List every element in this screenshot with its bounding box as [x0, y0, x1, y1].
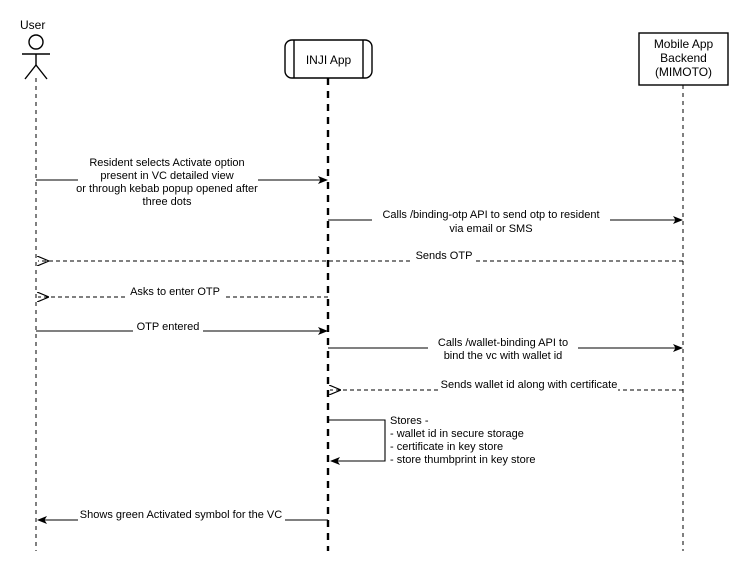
- participant-inji-app-label: INJI App: [306, 53, 352, 67]
- message-8-label-line4: - store thumbprint in key store: [390, 454, 536, 466]
- message-6-label-line1: Calls /wallet-binding API to: [438, 337, 568, 349]
- message-7-sends-wallet-id-certificate[interactable]: Sends wallet id along with certificate: [330, 379, 683, 392]
- message-4-label-backdrop: [126, 286, 224, 299]
- participant-mimoto-label-line3: (MIMOTO): [655, 65, 712, 79]
- participant-mimoto-label-line2: Backend: [660, 51, 707, 65]
- message-7-label: Sends wallet id along with certificate: [441, 379, 618, 391]
- participant-user[interactable]: User: [20, 18, 50, 80]
- lifelines: [35, 78, 684, 551]
- message-2-label-backdrop: [372, 208, 610, 222]
- message-3-sends-otp[interactable]: Sends OTP: [38, 250, 683, 263]
- message-5-label: OTP entered: [137, 321, 200, 333]
- message-9-shows-activated-symbol[interactable]: Shows green Activated symbol for the VC: [37, 509, 328, 524]
- message-6-label-backdrop: [428, 336, 578, 350]
- message-6-label-line2: bind the vc with wallet id: [444, 350, 563, 362]
- message-5-label-backdrop: [133, 321, 203, 334]
- message-1-label-line1: Resident selects Activate option: [89, 157, 244, 169]
- message-8-self-loop-arrow: [328, 419, 386, 465]
- message-9-label: Shows green Activated symbol for the VC: [80, 509, 282, 521]
- participant-user-label: User: [20, 18, 45, 32]
- message-1-label-backdrop: [78, 155, 258, 200]
- message-2-calls-binding-otp-api[interactable]: Calls /binding-otp API to send otp to re…: [328, 208, 683, 235]
- message-9-label-backdrop: [78, 509, 285, 522]
- message-1-label-line3: or through kebab popup opened after: [76, 183, 258, 195]
- participant-mimoto[interactable]: Mobile App Backend (MIMOTO): [638, 32, 729, 86]
- participant-mimoto-label-line1: Mobile App: [654, 37, 714, 51]
- message-3-label: Sends OTP: [416, 250, 473, 262]
- message-4-label: Asks to enter OTP: [130, 286, 220, 298]
- message-1-label-line4: three dots: [143, 196, 192, 208]
- message-2-label-line1: Calls /binding-otp API to send otp to re…: [382, 209, 599, 221]
- message-8-label-line3: - certificate in key store: [390, 441, 503, 453]
- message-8-stores-self-loop[interactable]: Stores - - wallet id in secure storage -…: [328, 415, 536, 466]
- inji-app-box: [284, 39, 373, 79]
- message-2-label-line2: via email or SMS: [449, 223, 532, 235]
- message-6-calls-wallet-binding-api[interactable]: Calls /wallet-binding API to bind the vc…: [328, 336, 683, 362]
- message-5-otp-entered[interactable]: OTP entered: [36, 321, 328, 335]
- participant-inji-app[interactable]: INJI App: [284, 39, 373, 79]
- message-8-label-line1: Stores -: [390, 415, 429, 427]
- mimoto-box: [638, 32, 729, 86]
- message-3-label-backdrop: [413, 250, 475, 263]
- actor-stick-figure-icon: [22, 34, 50, 80]
- message-7-label-backdrop: [440, 379, 618, 392]
- message-8-label-line2: - wallet id in secure storage: [390, 428, 524, 440]
- message-1-label-line2: present in VC detailed view: [100, 170, 233, 182]
- message-1-resident-selects-activate[interactable]: Resident selects Activate option present…: [36, 155, 328, 208]
- message-4-asks-to-enter-otp[interactable]: Asks to enter OTP: [38, 286, 328, 299]
